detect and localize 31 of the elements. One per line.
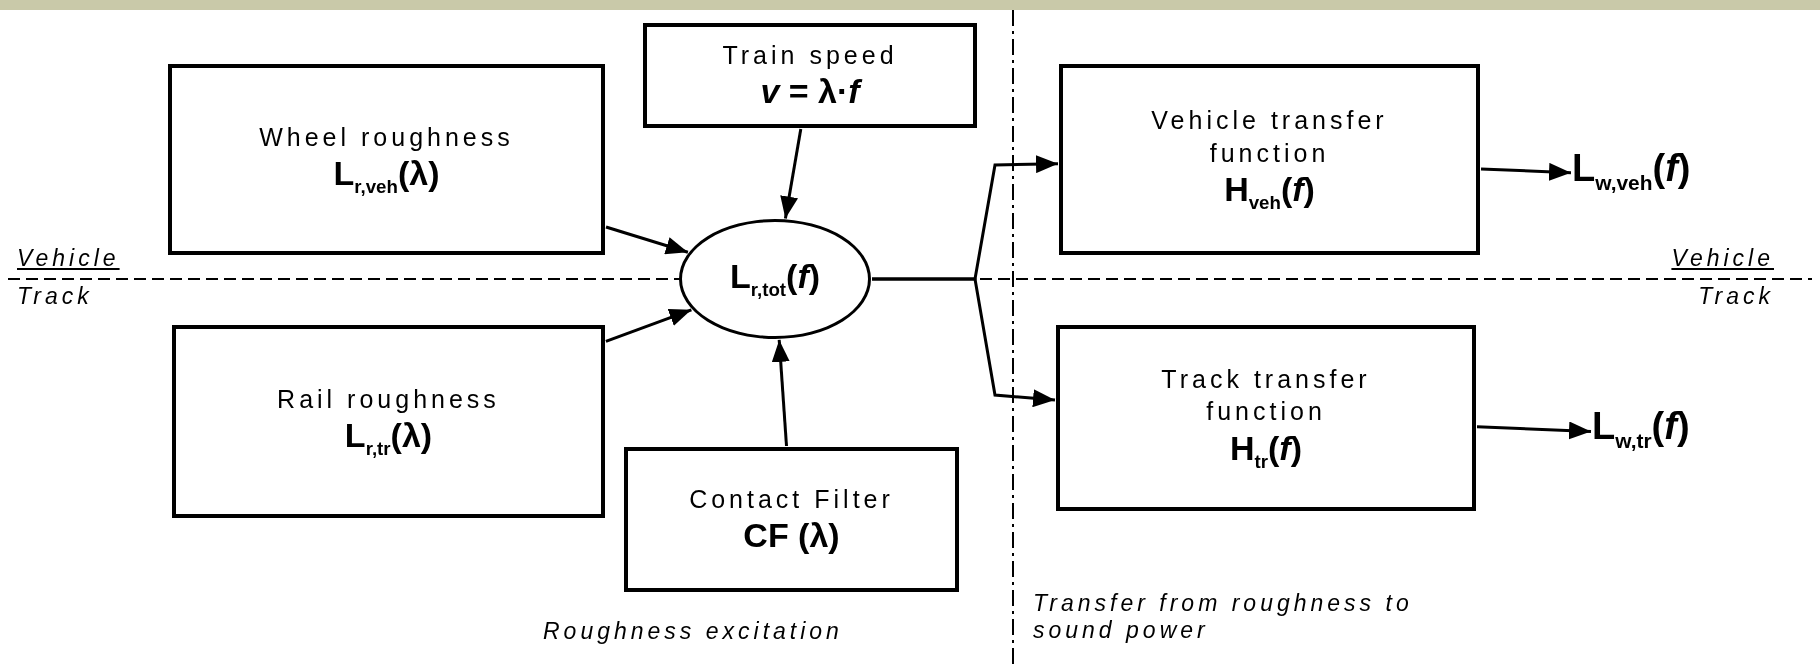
box-title: Rail roughness <box>277 383 500 415</box>
side-label: Track <box>1698 283 1774 310</box>
box-title: Vehicle transfer function <box>1150 105 1389 169</box>
formula-text: L$_{r,veh}$(λ) <box>333 153 440 199</box>
box-title: Contact Filter <box>689 483 894 515</box>
arrow <box>1480 162 1572 181</box>
box-title: Wheel roughness <box>259 121 514 153</box>
output-formula: L$_{w,veh}$(f) <box>1572 140 1691 211</box>
box-title: Train speed <box>722 39 898 71</box>
process-box <box>624 447 959 592</box>
arrow <box>771 339 790 447</box>
side-label: Vehicle <box>17 245 120 272</box>
side-label: Track <box>17 283 93 310</box>
section-caption: Transfer from roughness to sound power <box>1033 590 1414 644</box>
formula-text: L$_{r,tr}$(λ) <box>344 415 433 461</box>
formula-text: CF (λ) <box>743 515 840 557</box>
process-box <box>1056 325 1476 511</box>
process-box <box>168 64 605 255</box>
formula-text: H$_{tr}$(f) <box>1229 427 1302 474</box>
formula-text: H$_{veh}$(f) <box>1224 169 1315 215</box>
box-title: Track transfer function <box>1160 363 1372 428</box>
process-box <box>643 23 977 128</box>
formula-text: L$_{r,tot}$(f) <box>729 256 821 302</box>
section-caption: Roughness excitation <box>543 618 843 645</box>
arrow <box>1476 421 1592 440</box>
output-formula: L$_{w,tr}$(f) <box>1592 398 1690 469</box>
process-box <box>1059 64 1480 255</box>
side-label: Vehicle <box>1671 245 1774 272</box>
arrow <box>872 277 1056 408</box>
arrow <box>780 128 803 219</box>
process-box <box>172 325 605 518</box>
